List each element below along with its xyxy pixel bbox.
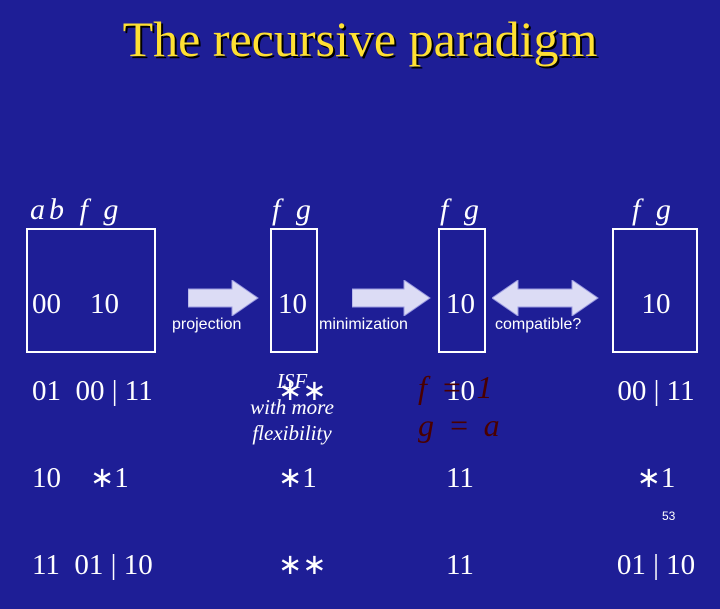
table-row: 10 bbox=[278, 288, 307, 320]
table-2-box bbox=[270, 228, 318, 353]
minimization-arrow bbox=[352, 280, 431, 316]
compatible-label: compatible? bbox=[495, 316, 582, 333]
table-row: 11 bbox=[446, 549, 474, 581]
table-4-rows: 10 00 | 11 ∗1 01 | 10 bbox=[616, 232, 696, 609]
compatible-double-arrow bbox=[492, 280, 599, 316]
isf-note: ISF with more flexibility bbox=[250, 369, 334, 445]
table-row: ∗∗ bbox=[278, 549, 327, 581]
table-row: ∗∗ bbox=[278, 375, 327, 407]
page-number: 53 bbox=[662, 509, 676, 523]
slide-title: The recursive paradigm bbox=[122, 11, 598, 67]
table-row: 11 01 | 10 bbox=[32, 549, 153, 581]
result-equations: f = 1 g = a bbox=[418, 369, 503, 443]
projection-label: projection bbox=[172, 316, 242, 333]
table-row: 11 bbox=[446, 462, 474, 494]
table-4-header: f g bbox=[632, 193, 675, 226]
table-row: 00 10 bbox=[32, 288, 119, 320]
table-row: 10 bbox=[446, 288, 475, 320]
minimization-label: minimization bbox=[319, 316, 408, 333]
table-row: 01 | 10 bbox=[616, 549, 696, 581]
table-1-rows: 00 10 01 00 | 11 10 ∗1 11 01 | 10 bbox=[32, 232, 153, 609]
table-1-header: ab f g bbox=[30, 193, 123, 226]
table-2-header: f g bbox=[272, 193, 315, 226]
table-row: ∗1 bbox=[636, 462, 676, 494]
table-row: 10 bbox=[446, 375, 475, 407]
table-3-box bbox=[438, 228, 486, 353]
table-row: 00 | 11 bbox=[617, 375, 695, 407]
table-row: ∗1 bbox=[278, 462, 317, 494]
table-row: 01 00 | 11 bbox=[32, 375, 153, 407]
table-row: 10 bbox=[641, 288, 671, 320]
table-1-box bbox=[26, 228, 156, 353]
table-4-box bbox=[612, 228, 698, 353]
table-3-header: f g bbox=[440, 193, 483, 226]
table-row: 10 ∗1 bbox=[32, 462, 129, 494]
projection-arrow bbox=[188, 280, 259, 316]
